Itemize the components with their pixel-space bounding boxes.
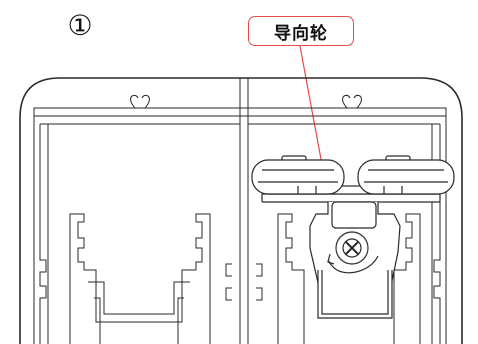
guide-wheel-right [357, 155, 455, 195]
slot-symbol-right [342, 94, 362, 109]
left-wall-profile [39, 124, 47, 344]
right-track-channel [277, 213, 421, 344]
guide-wheel-left [251, 155, 345, 195]
slot-symbol-left [130, 94, 150, 109]
lower-housing [317, 270, 393, 319]
guide-wheel-assembly [251, 155, 455, 319]
outer-frame [19, 77, 463, 344]
adjustment-screw-icon [327, 231, 379, 274]
guide-wheel-callout-label: 导向轮 [248, 16, 354, 46]
left-track-channel [69, 213, 211, 344]
step-number: ① [67, 9, 93, 42]
right-wall-profile [433, 124, 441, 344]
